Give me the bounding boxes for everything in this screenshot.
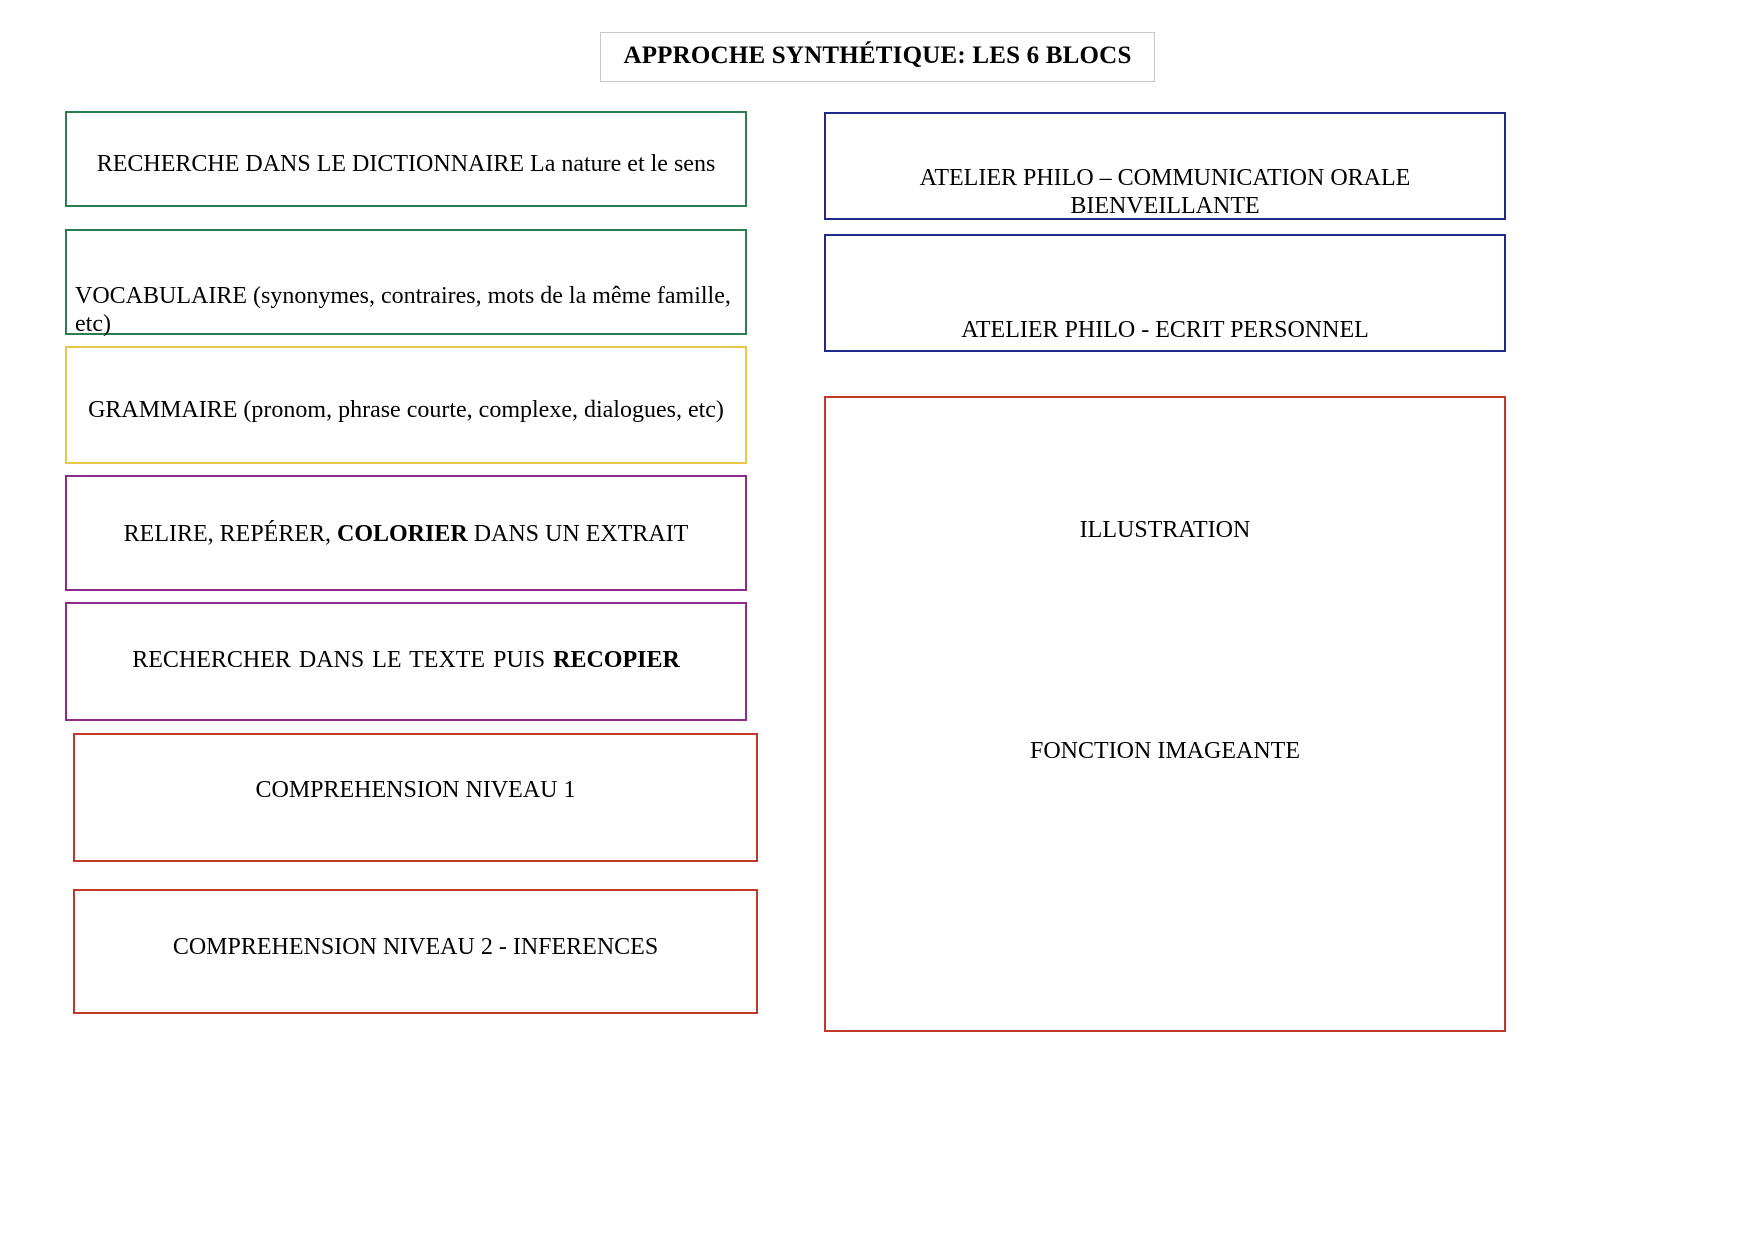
block-rechercher-recopier: RECHERCHER DANS LE TEXTE PUIS RECOPIER: [65, 602, 747, 721]
relire-suffix: DANS UN EXTRAIT: [467, 521, 689, 547]
block-grammaire-label: GRAMMAIRE (pronom, phrase courte, comple…: [88, 397, 724, 423]
relire-bold-colorier: COLORIER: [337, 521, 468, 547]
page-title-container: APPROCHE SYNTHÉTIQUE: LES 6 BLOCS: [0, 32, 1755, 82]
block-vocabulaire: VOCABULAIRE (synonymes, contraires, mots…: [65, 229, 747, 337]
block-relire-reperer-colorier: RELIRE, REPÉRER, COLORIER DANS UN EXTRAI…: [65, 475, 747, 591]
page-title: APPROCHE SYNTHÉTIQUE: LES 6 BLOCS: [623, 42, 1132, 69]
block-vocabulaire-label: VOCABULAIRE (synonymes, contraires, mots…: [75, 283, 731, 337]
block-illustration-fonction-imageante: ILLUSTRATION FONCTION IMAGEANTE: [824, 396, 1506, 1032]
relire-prefix: RELIRE, REPÉRER,: [123, 521, 337, 547]
block-recherche-dictionnaire-label: RECHERCHE DANS LE DICTIONNAIRE La nature…: [96, 151, 716, 177]
page-title-box: APPROCHE SYNTHÉTIQUE: LES 6 BLOCS: [600, 32, 1155, 82]
block-fonction-imageante-label: FONCTION IMAGEANTE: [1030, 738, 1300, 764]
right-column: ATELIER PHILO – COMMUNICATION ORALE BIEN…: [824, 112, 1506, 1032]
rechercher-prefix: RECHERCHER DANS LE TEXTE PUIS: [132, 647, 554, 673]
block-illustration-label: ILLUSTRATION: [1079, 517, 1251, 543]
block-recherche-dictionnaire: RECHERCHE DANS LE DICTIONNAIRE La nature…: [65, 111, 747, 207]
left-column: RECHERCHE DANS LE DICTIONNAIRE La nature…: [65, 111, 758, 1014]
block-atelier-philo-communication-orale: ATELIER PHILO – COMMUNICATION ORALE BIEN…: [824, 112, 1506, 220]
block-relire-reperer-colorier-label: RELIRE, REPÉRER, COLORIER DANS UN EXTRAI…: [67, 521, 745, 549]
block-comprehension-niveau-2-label: COMPREHENSION NIVEAU 2 - INFERENCES: [172, 934, 659, 960]
block-comprehension-niveau-1-label: COMPREHENSION NIVEAU 1: [255, 777, 576, 803]
block-comprehension-niveau-1: COMPREHENSION NIVEAU 1: [73, 733, 758, 862]
block-grammaire: GRAMMAIRE (pronom, phrase courte, comple…: [65, 346, 747, 464]
block-rechercher-recopier-label: RECHERCHER DANS LE TEXTE PUIS RECOPIER: [67, 647, 745, 675]
rechercher-bold-recopier: RECOPIER: [553, 647, 680, 673]
block-atelier-philo-ecrit-personnel: ATELIER PHILO - ECRIT PERSONNEL: [824, 234, 1506, 352]
block-comprehension-niveau-2: COMPREHENSION NIVEAU 2 - INFERENCES: [73, 889, 758, 1014]
block-atelier-philo-communication-orale-label: ATELIER PHILO – COMMUNICATION ORALE BIEN…: [919, 165, 1411, 219]
block-atelier-philo-ecrit-personnel-label: ATELIER PHILO - ECRIT PERSONNEL: [961, 317, 1369, 343]
